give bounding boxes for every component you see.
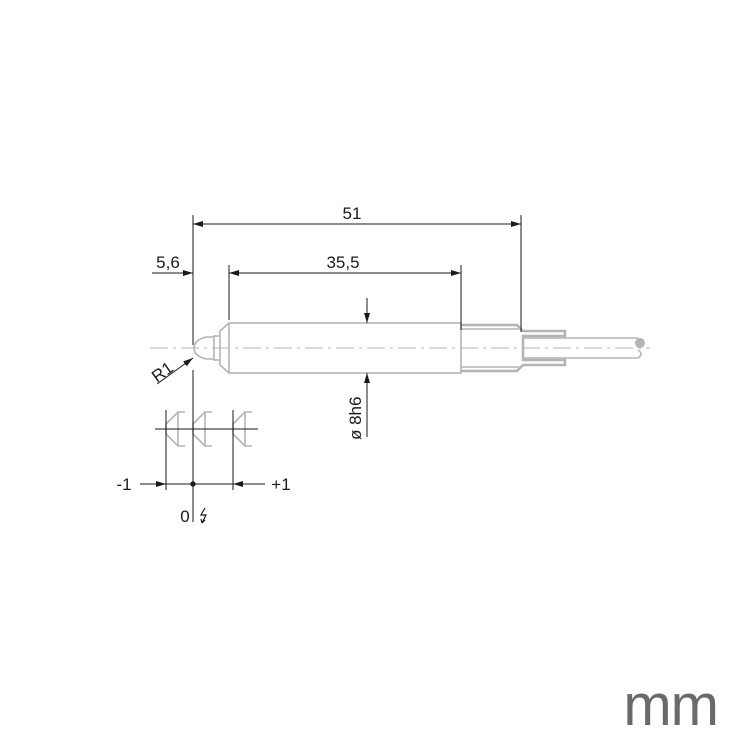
lightning-icon: [199, 507, 207, 524]
unit-label: mm: [623, 673, 719, 738]
cable: [523, 337, 642, 359]
label-r1: R1: [148, 358, 177, 386]
label-5-6: 5,6: [156, 253, 180, 272]
probe-ball-tip: [193, 336, 214, 360]
label-51: 51: [343, 204, 362, 223]
dim-r1-leader: [156, 357, 194, 385]
label-35-5: 35,5: [326, 253, 359, 272]
zero-point: [190, 481, 196, 487]
probe-chamfer: [219, 322, 230, 374]
cable-break: [635, 338, 645, 348]
label-diameter: ø 8h6: [346, 397, 365, 440]
probe-part: [150, 322, 650, 447]
dimension-lines: [140, 215, 522, 522]
label-plus: +1: [271, 475, 290, 494]
label-minus: -1: [116, 475, 131, 494]
probe-neck: [213, 335, 220, 361]
probe-collar: [461, 323, 567, 373]
label-zero: 0: [180, 507, 189, 526]
probe-body: [228, 322, 462, 374]
